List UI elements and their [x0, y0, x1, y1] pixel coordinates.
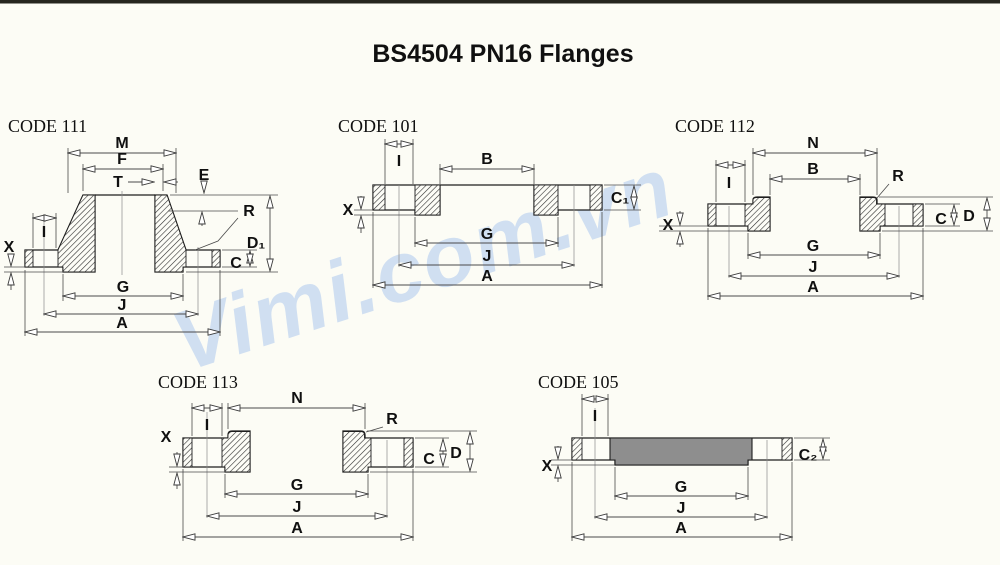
dim-label-e: E — [199, 167, 210, 184]
diagram-code-101: CODE 101 I B C₁ X — [338, 116, 641, 288]
dim-label-a: A — [291, 520, 303, 537]
flange-cross-section — [707, 196, 924, 278]
diagram-code-label: CODE 113 — [158, 372, 238, 392]
flange-cross-section — [182, 412, 414, 518]
diagram-code-label: CODE 101 — [338, 116, 419, 136]
diagram-code-label: CODE 112 — [675, 116, 755, 136]
dim-label-c: C — [423, 451, 435, 468]
dim-label-i: I — [205, 417, 209, 434]
dim-label-g: G — [675, 479, 687, 496]
hatch-hub-left — [414, 184, 441, 216]
dim-label-i: I — [593, 408, 597, 425]
hatch-rim-left — [707, 203, 717, 227]
diagram-code-113: CODE 113 N I R X — [158, 372, 477, 541]
dim-label-f: F — [117, 151, 127, 168]
diagram-code-111: CODE 111 M F T E — [4, 116, 278, 336]
dim-label-j: J — [677, 500, 686, 517]
hatch-rim-left — [24, 249, 34, 268]
diagram-code-105: CODE 105 I X C₂ G — [538, 372, 830, 541]
leader-line-R — [876, 183, 890, 199]
dim-label-d: D — [450, 445, 462, 462]
flange-cross-section — [372, 184, 603, 267]
dim-label-x: X — [542, 458, 553, 475]
dim-label-n: N — [807, 135, 819, 152]
dim-label-c: C — [230, 255, 242, 272]
hatch-hub-left — [744, 197, 771, 232]
diagram-code-label: CODE 111 — [8, 116, 87, 136]
hatch-rim-right — [912, 203, 924, 227]
hatch-rim-left — [182, 437, 193, 468]
dim-label-i: I — [727, 175, 731, 192]
dim-label-j: J — [293, 499, 302, 516]
dim-label-g: G — [481, 226, 493, 243]
dim-label-d: D — [963, 208, 975, 225]
dim-label-m: M — [115, 135, 128, 152]
hatch-neck-wall-right — [154, 194, 187, 273]
hatch-rim-right — [781, 437, 793, 461]
top-rule — [0, 0, 1000, 4]
hatch-rim-right — [589, 184, 603, 211]
hatch-neck-wall-left — [57, 194, 96, 273]
dim-label-a: A — [807, 279, 819, 296]
flange-cross-section — [571, 408, 793, 519]
dim-label-g: G — [291, 477, 303, 494]
dimension-annotations: I X C₂ G J A — [542, 394, 830, 541]
dim-label-r: R — [243, 203, 255, 220]
dim-label-b: B — [481, 151, 493, 168]
dim-label-j: J — [483, 248, 492, 265]
dim-label-j: J — [809, 259, 818, 276]
dimension-annotations: N I R X C D G J — [161, 390, 477, 541]
hatch-rim-left — [372, 184, 386, 211]
dimension-annotations: I B C₁ X G J A — [343, 139, 641, 288]
dim-label-i: I — [397, 153, 401, 170]
diagram-code-label: CODE 105 — [538, 372, 619, 392]
dim-label-j: J — [118, 297, 127, 314]
leader-line-R — [194, 217, 239, 251]
blind-disc — [609, 437, 753, 466]
dim-label-c: C — [935, 211, 947, 228]
dim-label-x: X — [161, 429, 172, 446]
page-title: BS4504 PN16 Flanges — [372, 40, 633, 68]
dim-label-d1: D₁ — [247, 235, 266, 252]
dim-label-g: G — [807, 238, 819, 255]
dim-label-x: X — [343, 202, 354, 219]
dimension-annotations: M F T E R D₁ I X — [4, 135, 278, 336]
dim-label-r: R — [386, 411, 398, 428]
dim-label-a: A — [481, 268, 493, 285]
hatch-rim-right — [211, 249, 221, 268]
hatch-hub-right — [342, 431, 372, 473]
hatch-hub-right — [533, 184, 559, 216]
hatch-hub-left — [221, 431, 251, 473]
hatch-rim-left — [571, 437, 583, 461]
dim-label-r: R — [892, 168, 904, 185]
dim-label-a: A — [116, 315, 128, 332]
dim-label-t: T — [113, 174, 123, 191]
dim-label-x: X — [4, 239, 15, 256]
dim-label-a: A — [675, 520, 687, 537]
diagram-code-112: CODE 112 N B R I X — [659, 116, 993, 300]
flange-cross-section — [24, 191, 221, 316]
dim-label-c1: C₁ — [611, 190, 630, 207]
dim-label-b: B — [807, 161, 819, 178]
hatch-rim-right — [403, 437, 414, 468]
dim-label-n: N — [291, 390, 303, 407]
dim-label-x: X — [663, 217, 674, 234]
dim-label-i: I — [42, 224, 46, 241]
dim-label-c2: C₂ — [799, 447, 818, 464]
hatch-hub-right — [859, 197, 886, 232]
dimension-annotations: N B R I X C D G — [659, 135, 993, 300]
dim-label-g: G — [117, 279, 129, 296]
